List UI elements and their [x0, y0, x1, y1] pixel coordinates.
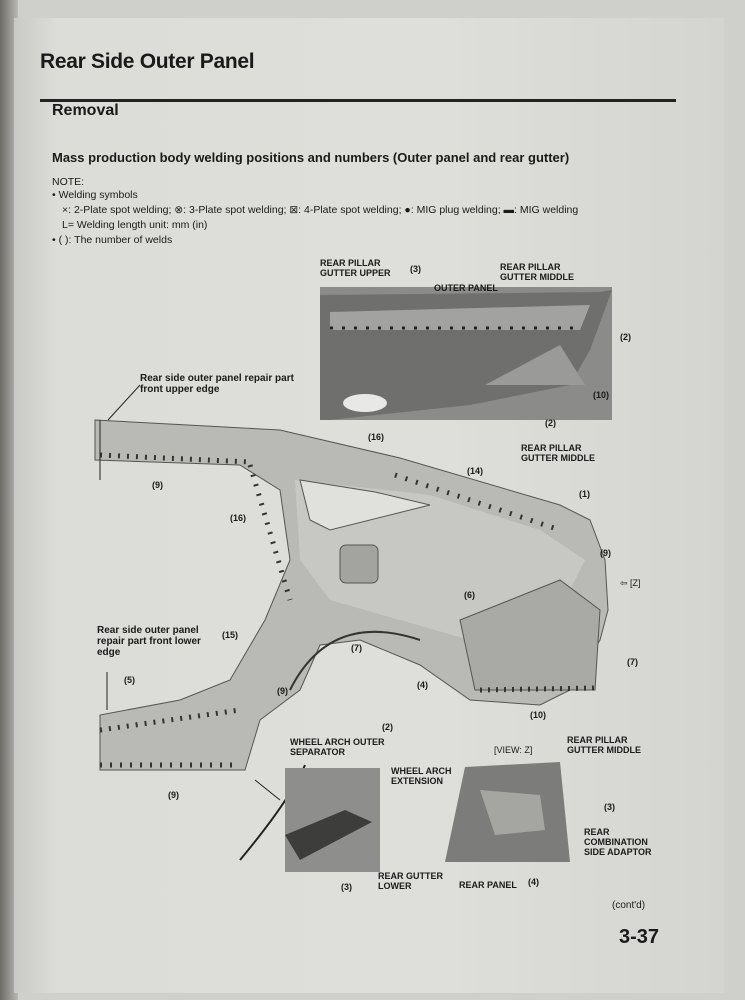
note-bullet-weld-count: • ( ): The number of welds: [52, 234, 173, 246]
view-z-arrow: ⇦ [Z]: [620, 578, 641, 588]
page-number: 3-37: [619, 926, 660, 948]
view-z-title: [VIEW: Z]: [494, 745, 533, 755]
weld-count: (6): [464, 590, 475, 600]
weld-count: (1): [579, 489, 590, 499]
weld-count: (9): [168, 790, 179, 800]
view-z-inset-image: [445, 762, 570, 862]
weld-count: (7): [351, 643, 362, 653]
weld-count: (2): [620, 332, 631, 342]
welding-symbols-legend: ×: 2-Plate spot welding; ⊗: 3-Plate spot…: [62, 204, 579, 216]
label-combination-adaptor: REAR COMBINATION SIDE ADAPTOR: [584, 827, 652, 857]
label-front-lower-edge: Rear side outer panel repair part front …: [97, 625, 201, 658]
weld-count: (4): [528, 877, 539, 887]
title-rule: [40, 99, 676, 102]
label-gutter-middle: REAR PILLAR GUTTER MIDDLE: [500, 262, 574, 282]
weld-count: (7): [627, 657, 638, 667]
weld-count: (3): [410, 264, 421, 274]
weld-count: (10): [593, 390, 610, 400]
rear-side-outer-panel-drawing: [94, 384, 609, 861]
wheel-arch-inset-image: [285, 768, 380, 872]
label-rear-panel: REAR PANEL: [459, 880, 517, 890]
weld-count: (9): [600, 548, 611, 558]
section-title: Removal: [52, 102, 119, 119]
label-gutter-middle: REAR PILLAR GUTTER MIDDLE: [521, 443, 595, 463]
weld-count: (9): [152, 480, 163, 490]
label-wheel-arch-extension: WHEEL ARCH EXTENSION: [391, 766, 452, 786]
note-bullet-welding-symbols: • Welding symbols: [52, 189, 138, 201]
continued-note: (cont'd): [612, 900, 646, 911]
weld-count: (15): [222, 630, 239, 640]
weld-count: (16): [230, 513, 247, 523]
weld-count: (2): [382, 722, 393, 732]
label-gutter-middle: REAR PILLAR GUTTER MIDDLE: [567, 735, 641, 755]
weld-count: (16): [368, 432, 385, 442]
label-gutter-upper: REAR PILLAR GUTTER UPPER: [320, 258, 391, 278]
weld-count: (3): [341, 882, 352, 892]
length-unit-note: L= Welding length unit: mm (in): [62, 219, 208, 231]
page-title: Rear Side Outer Panel: [40, 50, 255, 73]
weld-count: (3): [604, 802, 615, 812]
book-spine: [0, 0, 18, 1000]
upper-inset-image: [320, 287, 612, 420]
weld-count: (10): [530, 710, 547, 720]
weld-count: (5): [124, 675, 135, 685]
note-label: NOTE:: [52, 176, 85, 188]
weld-count: (9): [277, 686, 288, 696]
label-wheel-arch-separator: WHEEL ARCH OUTER SEPARATOR: [290, 737, 385, 757]
label-rear-gutter-lower: REAR GUTTER LOWER: [378, 871, 443, 891]
diagram-heading: Mass production body welding positions a…: [52, 150, 570, 165]
note-text: Welding symbols: [58, 189, 138, 201]
note-text: ( ): The number of welds: [58, 234, 173, 246]
label-outer-panel: OUTER PANEL: [434, 283, 498, 293]
weld-count: (2): [545, 418, 556, 428]
label-front-upper-edge: Rear side outer panel repair part front …: [140, 373, 294, 395]
weld-count: (14): [467, 466, 484, 476]
weld-count: (4): [417, 680, 428, 690]
